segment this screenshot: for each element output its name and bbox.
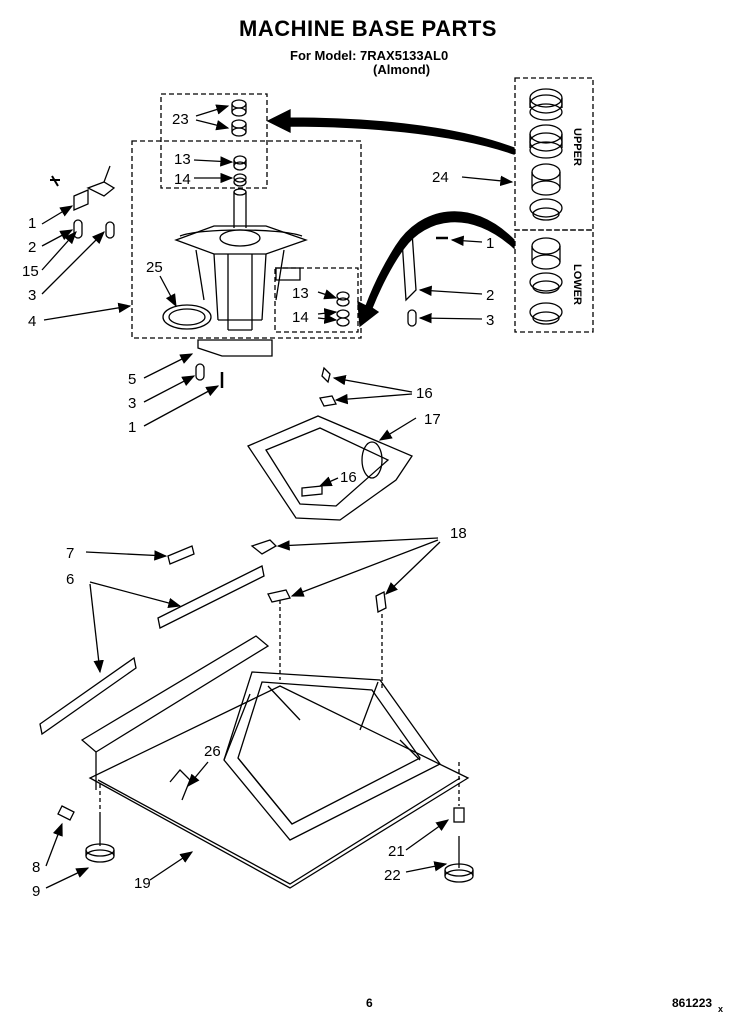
callout-numbers: 23 13 14 24 1 2 15 3 25 4 1 2 13 14 3 5 …	[22, 111, 494, 900]
callout-16-top: 16	[416, 385, 433, 402]
base-frame	[80, 635, 470, 889]
callout-19: 19	[134, 875, 151, 892]
right-bracket-parts	[401, 230, 448, 327]
model-line: For Model: 7RAX5133AL0	[290, 48, 449, 63]
page-number: 6	[366, 996, 373, 1010]
callout-14-lower: 14	[292, 309, 309, 326]
callout-24: 24	[432, 169, 449, 186]
box-lower-kit	[514, 229, 594, 333]
upper-kit-parts	[529, 88, 563, 221]
part-6-7	[39, 545, 265, 736]
transmission-assembly	[174, 188, 308, 331]
callout-13-lower: 13	[292, 285, 309, 302]
box-upper-kit	[514, 77, 594, 231]
upper-box-parts	[231, 99, 247, 187]
callout-13-upper: 13	[174, 151, 191, 168]
box-lower-parts	[274, 267, 359, 333]
callout-1-right: 1	[486, 235, 494, 252]
part-18-clips	[250, 539, 387, 690]
callout-23: 23	[172, 111, 189, 128]
callout-16-inner: 16	[340, 469, 357, 486]
left-bracket-parts	[50, 165, 116, 239]
arrow-lower-kit	[357, 211, 515, 328]
lower-box-parts	[336, 291, 350, 327]
callout-2-right: 2	[486, 287, 494, 304]
part-25-seal	[162, 304, 212, 330]
page-title: MACHINE BASE PARTS	[239, 16, 497, 41]
lower-kit-parts	[529, 237, 563, 325]
dashed-boxes	[131, 77, 594, 339]
callout-14-upper: 14	[174, 171, 191, 188]
callout-26: 26	[204, 743, 221, 760]
callout-15: 15	[22, 263, 39, 280]
callout-8: 8	[32, 859, 40, 876]
callout-9: 9	[32, 883, 40, 900]
upper-label: UPPER	[571, 128, 583, 166]
callout-1-mid: 1	[128, 419, 136, 436]
callout-2-left: 2	[28, 239, 36, 256]
color-line: (Almond)	[373, 62, 431, 77]
part-16-17-frame	[247, 366, 413, 521]
callout-5: 5	[128, 371, 136, 388]
callout-22: 22	[384, 867, 401, 884]
diagram-code: 861223	[672, 996, 713, 1010]
arrow-upper-kit	[266, 108, 515, 155]
lower-label: LOWER	[571, 264, 583, 305]
callout-3-mid: 3	[128, 395, 136, 412]
part-5-bracket	[195, 339, 273, 388]
code-suffix: x	[718, 1004, 724, 1014]
box-transmission	[131, 140, 362, 339]
callout-4: 4	[28, 313, 36, 330]
callout-3-left: 3	[28, 287, 36, 304]
leader-lines	[41, 104, 514, 889]
callout-1-left: 1	[28, 215, 36, 232]
callout-18: 18	[450, 525, 467, 542]
leveling-feet	[57, 762, 474, 883]
callout-6: 6	[66, 571, 74, 588]
callout-3-right: 3	[486, 312, 494, 329]
kit-arrows	[266, 108, 515, 328]
callout-25: 25	[146, 259, 163, 276]
callout-17: 17	[424, 411, 441, 428]
callout-7: 7	[66, 545, 74, 562]
callout-21: 21	[388, 843, 405, 860]
